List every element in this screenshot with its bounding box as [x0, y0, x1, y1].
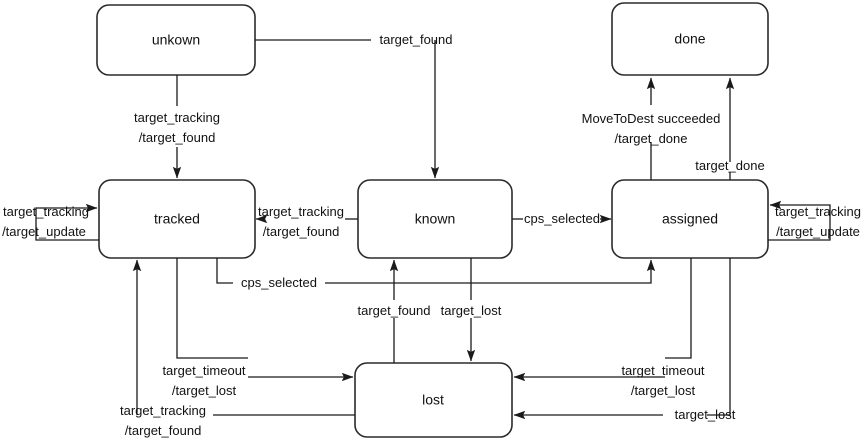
edge-line-assigned-lost-to-a: [665, 258, 692, 359]
edge-label-known-to-tracked-2: /target_found: [263, 224, 340, 239]
state-label-done: done: [674, 31, 705, 47]
transition-assigned-to-done-movetodest[interactable]: MoveToDest succeeded /target_done: [582, 77, 721, 180]
state-label-lost: lost: [422, 392, 444, 408]
edge-label-tracked-to-lost-2: /target_lost: [172, 383, 237, 398]
transition-known-to-tracked[interactable]: target_tracking /target_found: [255, 204, 358, 239]
state-label-assigned: assigned: [662, 211, 718, 227]
transition-lost-to-known[interactable]: target_found: [357, 259, 431, 363]
edge-label-assigned-to-done: target_done: [695, 158, 764, 173]
edge-label-unkown-to-tracked-2: /target_found: [139, 130, 216, 145]
state-unkown[interactable]: unkown: [96, 4, 256, 76]
edge-line-assigned-lost-a: [707, 258, 731, 416]
edge-label-assigned-self-1: target_tracking: [775, 204, 861, 219]
edge-line-tracked-self: [35, 203, 99, 241]
edge-label-assigned-to-lost-timeout-1: target_timeout: [621, 363, 704, 378]
edge-label-known-to-lost: target_lost: [441, 303, 502, 318]
state-box-assigned[interactable]: [611, 179, 769, 259]
edge-label-tracked-self-1: target_tracking: [3, 204, 89, 219]
edge-label-assigned-to-done-move-1: MoveToDest succeeded: [582, 111, 721, 126]
edge-label-assigned-self-2: /target_update: [776, 224, 860, 239]
state-known[interactable]: known: [357, 179, 513, 259]
edge-label-lost-to-known: target_found: [357, 303, 430, 318]
edge-line-tracked-assigned-b: [325, 259, 656, 284]
state-assigned[interactable]: assigned: [611, 179, 769, 259]
transition-tracked-self[interactable]: target_tracking /target_update: [2, 203, 99, 241]
edge-label-known-to-tracked-1: target_tracking: [258, 204, 344, 219]
state-label-known: known: [415, 211, 455, 227]
state-box-done[interactable]: [611, 2, 769, 76]
edge-label-assigned-to-lost-timeout-2: /target_lost: [631, 383, 696, 398]
edge-label-unkown-to-known: target_found: [379, 32, 452, 47]
transition-assigned-self[interactable]: target_tracking /target_update: [768, 200, 861, 241]
state-label-tracked: tracked: [154, 211, 200, 227]
edge-line-assigned-self: [768, 200, 831, 241]
edge-label-unkown-to-tracked-1: target_tracking: [134, 110, 220, 125]
transition-lost-to-tracked[interactable]: target_tracking /target_found: [120, 259, 355, 438]
transition-unkown-to-tracked[interactable]: target_tracking /target_found: [134, 75, 220, 179]
edge-label-tracked-to-lost-1: target_timeout: [162, 363, 245, 378]
edge-label-known-to-assigned: cps_selected: [524, 211, 600, 226]
transition-known-to-lost[interactable]: target_lost: [441, 258, 502, 362]
transition-known-to-assigned[interactable]: cps_selected: [512, 211, 612, 226]
edge-line-tracked-lost-a: [176, 258, 248, 359]
edge-line-tracked-assigned-a: [216, 258, 233, 284]
state-box-lost[interactable]: [354, 362, 513, 438]
state-done[interactable]: done: [611, 2, 769, 76]
edge-label-lost-to-tracked-1: target_tracking: [120, 403, 206, 418]
edge-label-lost-to-tracked-2: /target_found: [125, 423, 202, 438]
state-label-unkown: unkown: [152, 32, 200, 48]
edge-label-assigned-to-lost: target_lost: [675, 407, 736, 422]
state-lost[interactable]: lost: [354, 362, 513, 438]
edge-label-tracked-to-assigned: cps_selected: [241, 275, 317, 290]
edge-label-assigned-to-done-move-2: /target_done: [614, 131, 687, 146]
transition-tracked-to-lost[interactable]: target_timeout /target_lost: [162, 258, 354, 398]
transition-assigned-to-done[interactable]: target_done: [695, 77, 765, 180]
edge-label-tracked-self-2: /target_update: [2, 224, 86, 239]
transition-unkown-to-known[interactable]: target_found: [255, 32, 453, 179]
state-tracked[interactable]: tracked: [98, 179, 256, 259]
transition-assigned-to-lost[interactable]: target_lost: [513, 258, 736, 422]
transition-assigned-to-lost-timeout[interactable]: target_timeout /target_lost: [513, 258, 705, 398]
transition-tracked-to-assigned[interactable]: cps_selected: [216, 258, 656, 290]
